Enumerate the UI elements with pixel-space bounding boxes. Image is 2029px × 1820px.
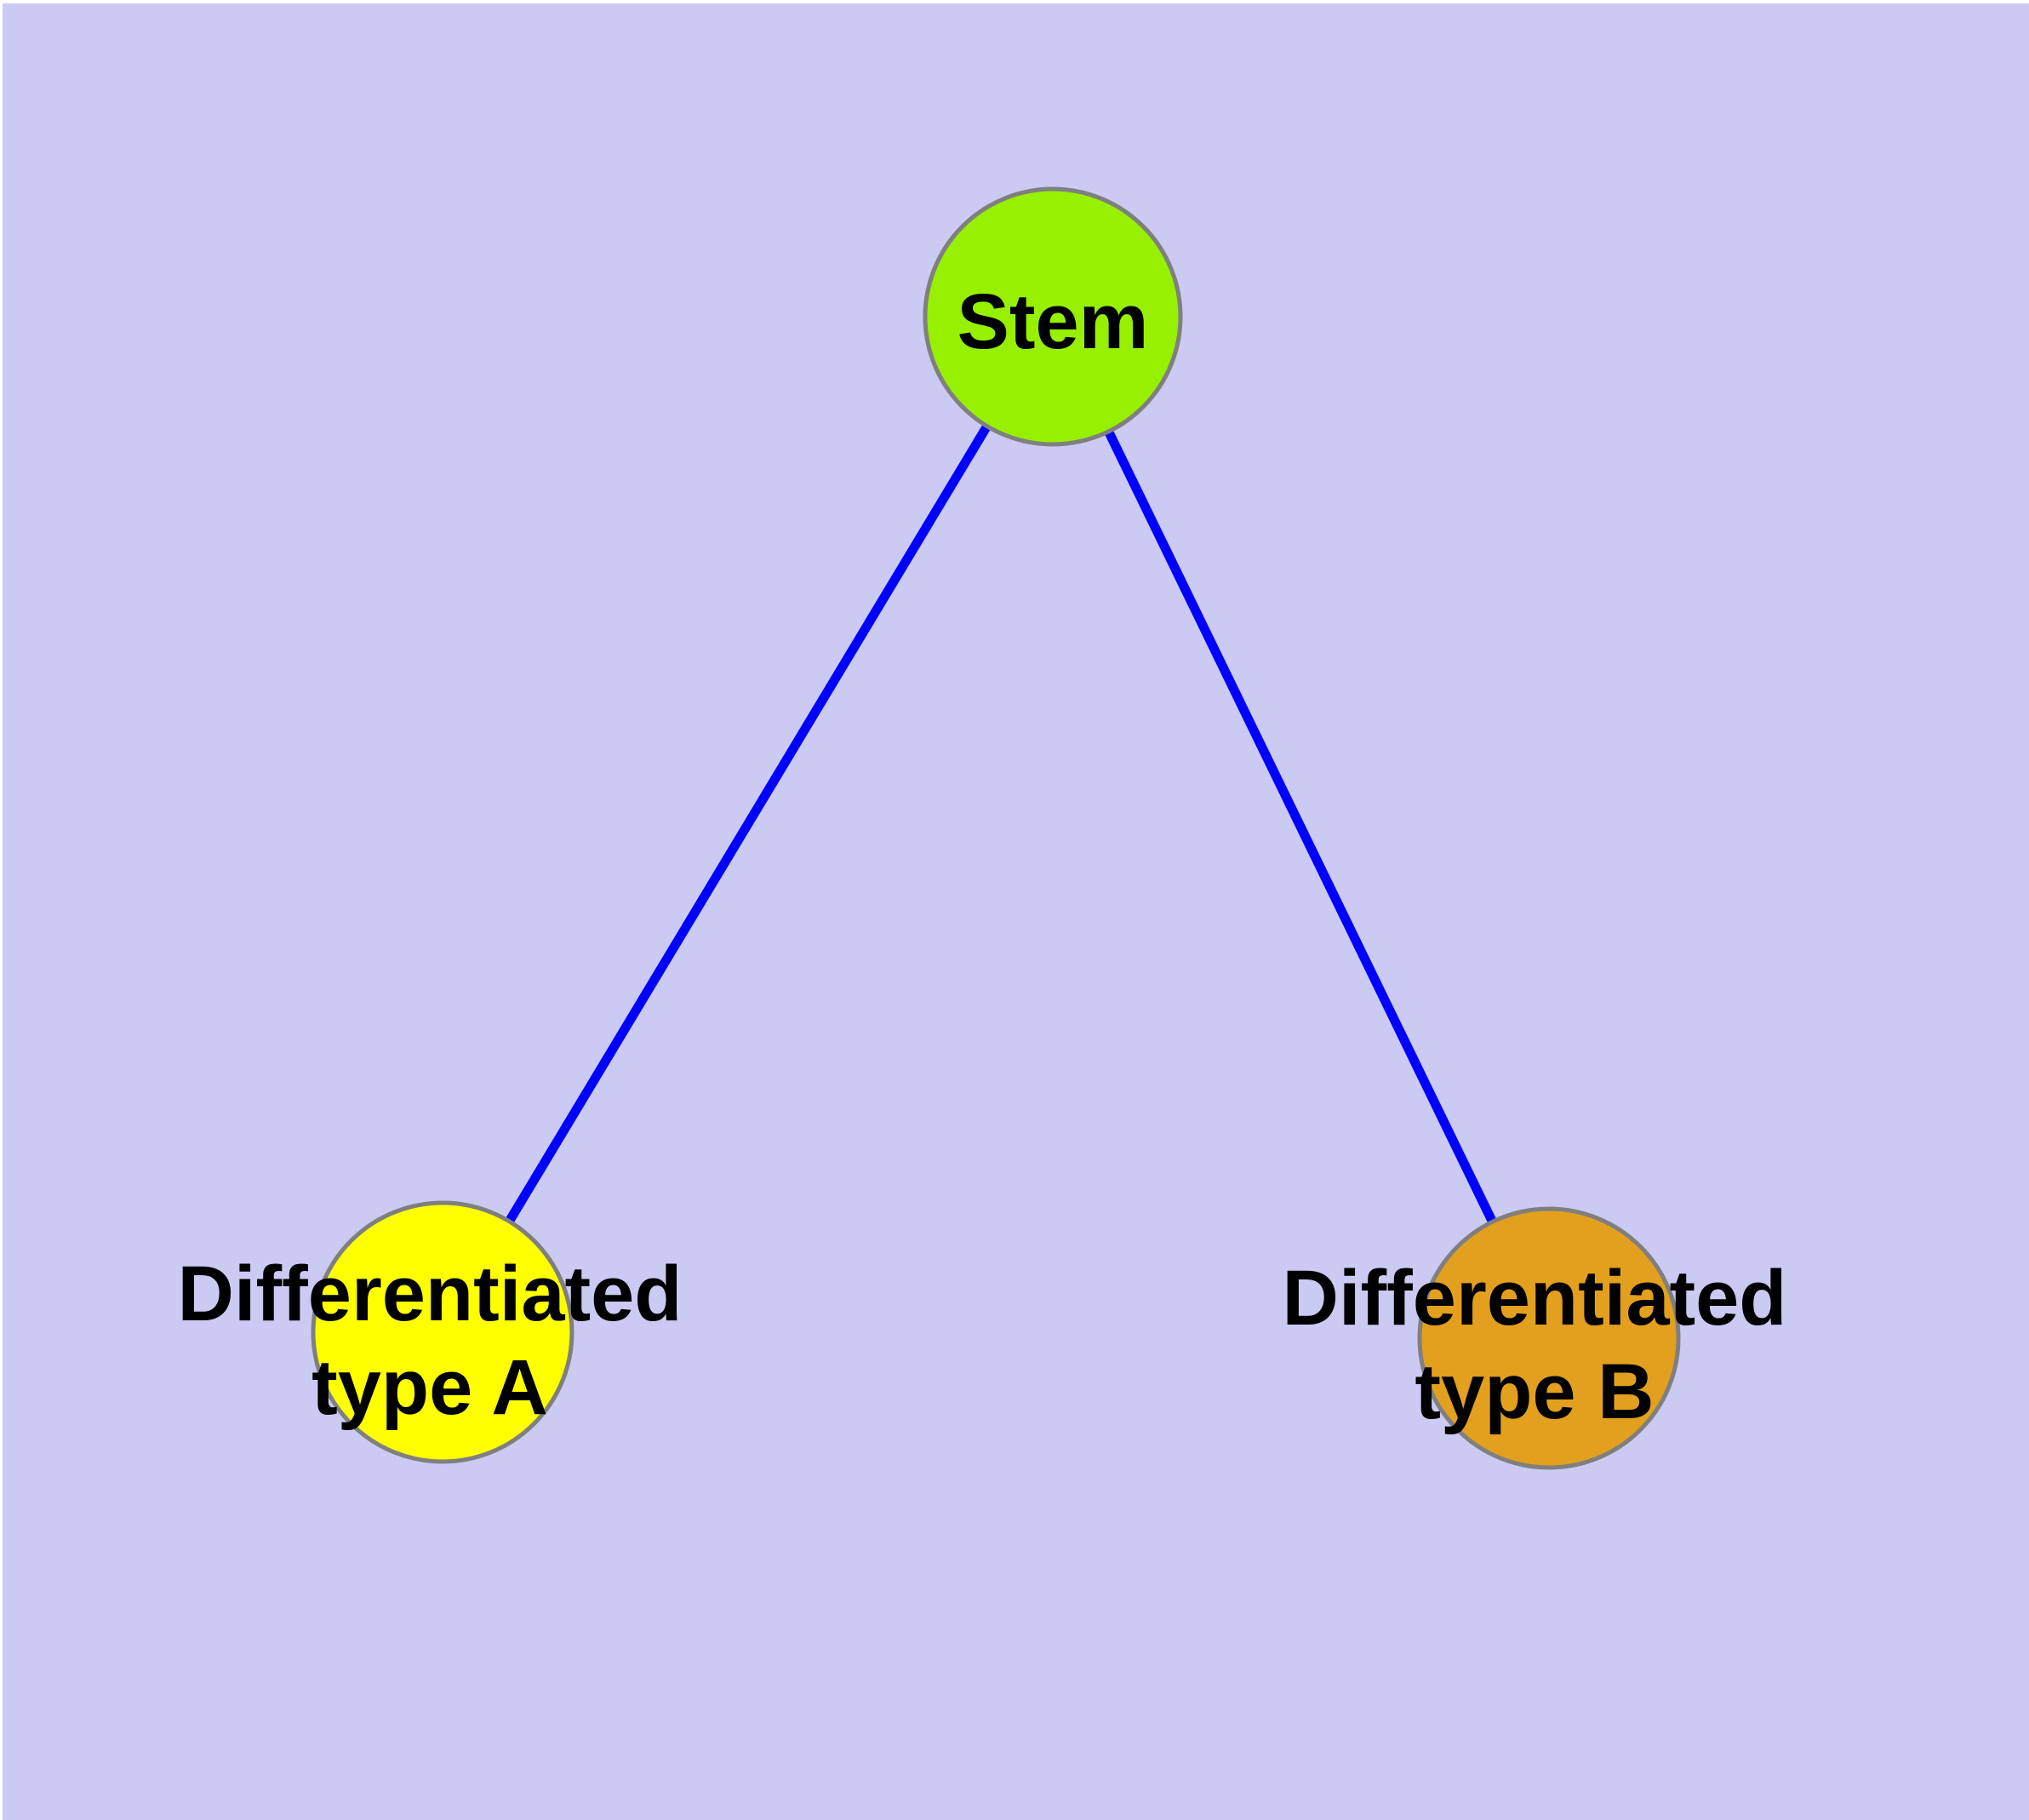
node-stem-circle: [923, 186, 1183, 447]
node-type-a-label: Differentiated type A: [177, 1251, 683, 1431]
node-type-a-circle: [311, 1200, 574, 1464]
edge-stem-to-type-a: [438, 314, 1057, 1335]
node-type-b-circle: [1417, 1206, 1681, 1470]
node-type-b-label: Differentiated type B: [1282, 1255, 1787, 1435]
edge-stem-to-type-b: [1049, 314, 1553, 1341]
node-stem-label: Stem: [957, 278, 1149, 365]
